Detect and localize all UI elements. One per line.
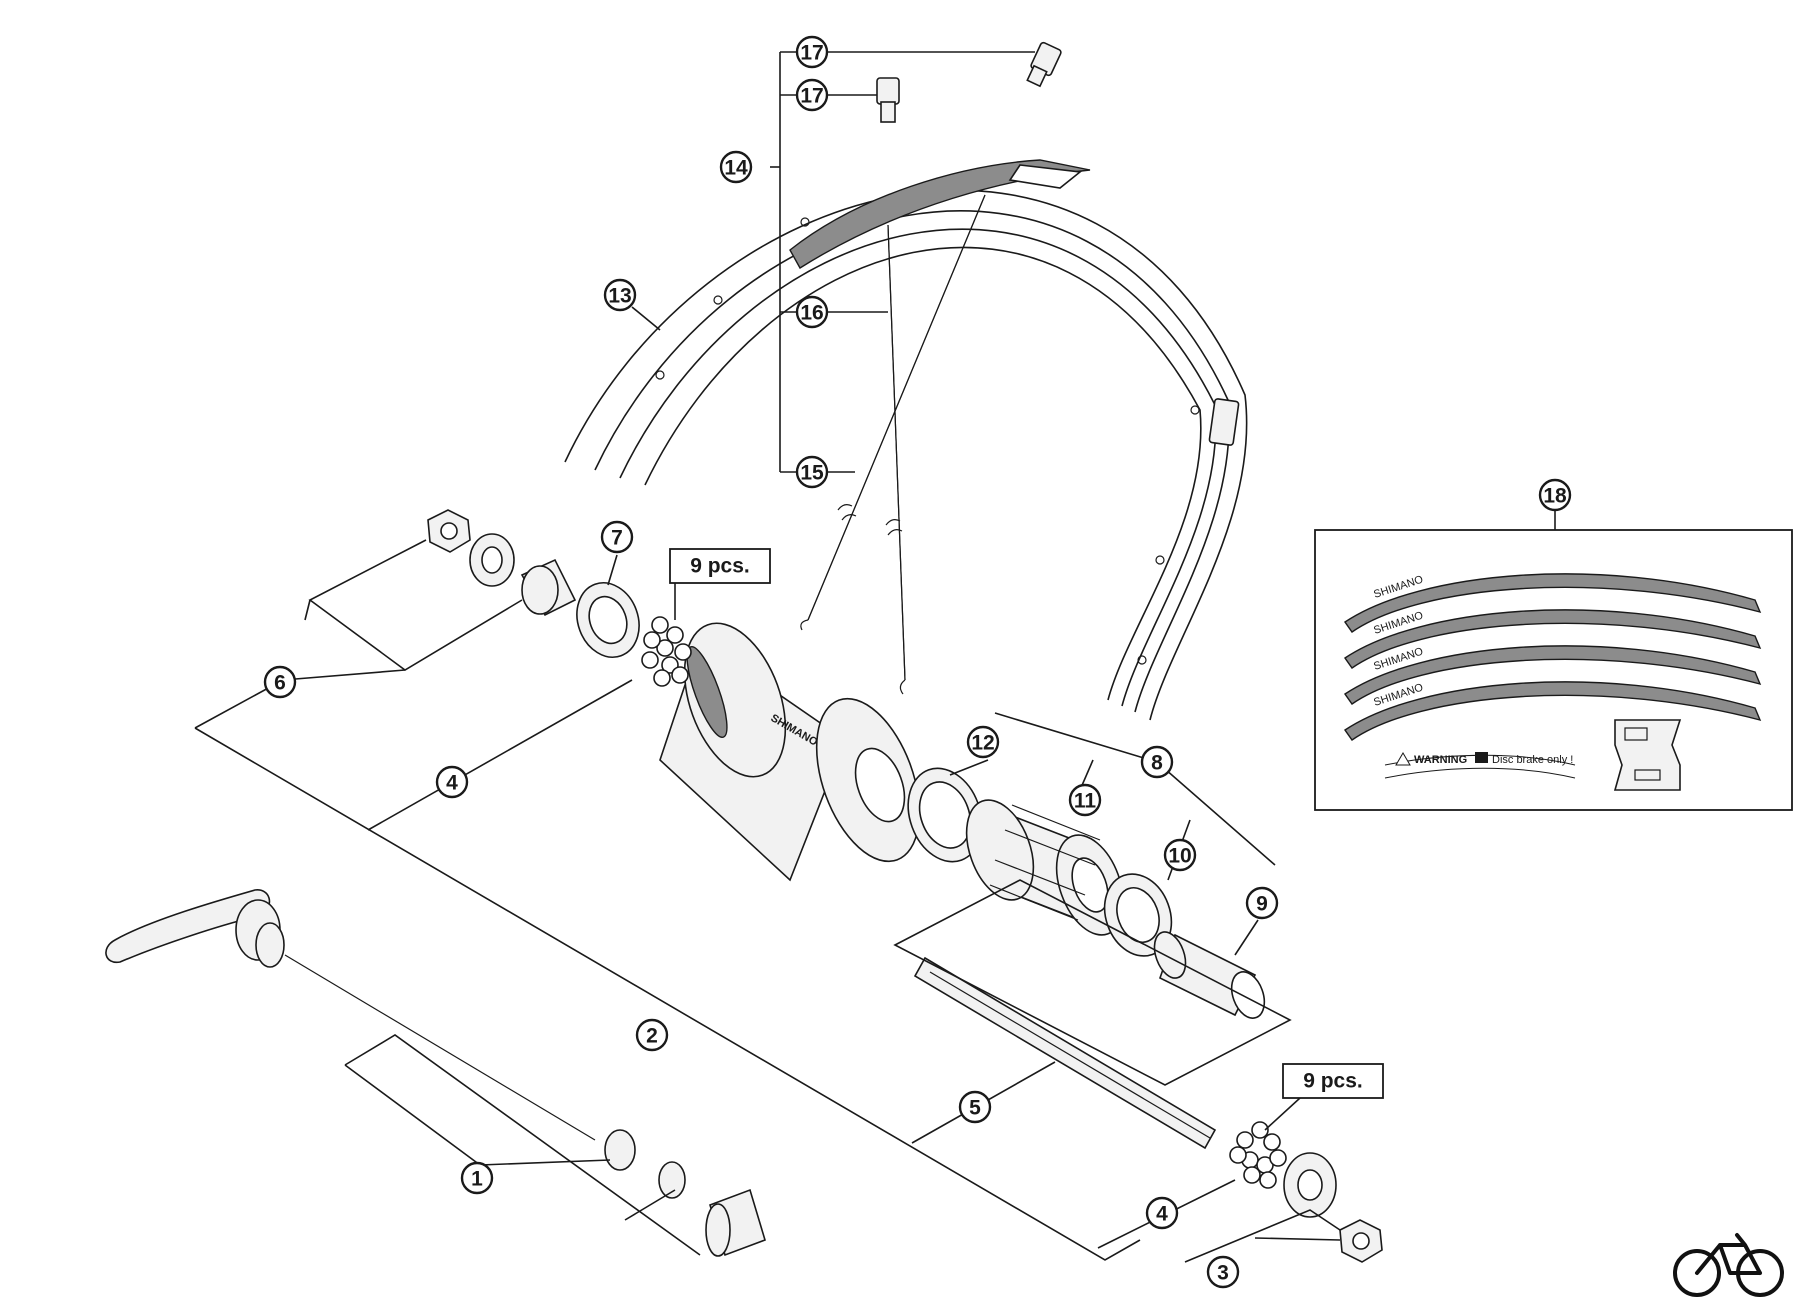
callout-14: 14: [719, 150, 753, 184]
ball-bearings-left: [641, 616, 692, 687]
callout-5: 5: [958, 1090, 992, 1124]
svg-text:5: 5: [969, 1097, 981, 1120]
callout-8: 8: [1140, 745, 1174, 779]
svg-text:4: 4: [1156, 1203, 1168, 1226]
callout-9: 9: [1245, 886, 1279, 920]
svg-text:3: 3: [1217, 1262, 1229, 1285]
spacer-ring: [907, 767, 983, 863]
ball-bearings-right: [1229, 1121, 1287, 1189]
rim-sticker-1: SHIMANO: [1344, 573, 1762, 633]
svg-text:17: 17: [800, 42, 823, 65]
callout-4-lower: 4: [1145, 1196, 1179, 1230]
svg-text:13: 13: [608, 285, 631, 308]
info-book-icon: [1475, 752, 1488, 763]
spacer-left: [469, 533, 515, 587]
quantity-label-right: 9 pcs.: [1282, 1063, 1384, 1099]
quick-release-lever: [105, 889, 285, 968]
quick-release-nut: [705, 1188, 766, 1257]
hub-body: SHIMANO: [659, 622, 921, 882]
callout-10: 10: [1163, 838, 1197, 872]
lock-nut-left: [427, 509, 471, 553]
callout-3: 3: [1206, 1255, 1240, 1289]
freehub-sleeve: [1153, 931, 1266, 1019]
svg-text:4: 4: [446, 772, 458, 795]
svg-text:8: 8: [1151, 752, 1163, 775]
hub-axle: [913, 956, 1217, 1150]
bicycle-icon: [1673, 1233, 1784, 1297]
svg-text:18: 18: [1543, 485, 1567, 508]
callout-11: 11: [1068, 783, 1102, 817]
spoke-nipple-upper: [1026, 41, 1062, 88]
spokes: [800, 194, 986, 695]
lock-nut-right: [1339, 1219, 1383, 1263]
warning-word: WARNING: [1414, 754, 1467, 766]
svg-text:6: 6: [274, 672, 286, 695]
quick-release-skewer: [284, 954, 596, 1141]
dust-seal: [576, 582, 640, 658]
svg-text:9: 9: [1256, 893, 1268, 916]
warning-triangle-icon: [1395, 752, 1411, 766]
callout-17-lower: 17: [795, 78, 829, 112]
callout-4-upper: 4: [435, 765, 469, 799]
callout-2: 2: [635, 1018, 669, 1052]
spoke-nipple-lower: [876, 77, 900, 123]
callout-13: 13: [603, 278, 637, 312]
callout-7: 7: [600, 520, 634, 554]
svg-text:15: 15: [800, 462, 824, 485]
quantity-text-right: 9 pcs.: [1303, 1070, 1363, 1093]
quantity-label-left: 9 pcs.: [669, 548, 771, 584]
callout-1: 1: [460, 1161, 494, 1195]
callout-15: 15: [795, 455, 829, 489]
callout-12: 12: [966, 725, 1000, 759]
svg-text:16: 16: [800, 302, 823, 325]
warning-sticker: WARNING Disc brake only !: [1384, 752, 1576, 779]
svg-text:2: 2: [646, 1025, 658, 1048]
svg-text:12: 12: [971, 732, 994, 755]
callout-16: 16: [795, 295, 829, 329]
freehub-seal: [1103, 873, 1173, 957]
svg-text:10: 10: [1168, 845, 1191, 868]
svg-text:7: 7: [611, 527, 623, 550]
cone-right: [1283, 1152, 1337, 1218]
svg-text:14: 14: [724, 157, 748, 180]
cone-left: [520, 558, 577, 617]
svg-text:17: 17: [800, 85, 823, 108]
instruction-label-sticker: [1613, 719, 1682, 791]
svg-text:1: 1: [471, 1168, 483, 1191]
callout-17-upper: 17: [795, 35, 829, 69]
sticker-set-panel: SHIMANO SHIMANO SHIMANO SHIMANO WARNING …: [1314, 529, 1793, 811]
callout-18: 18: [1538, 478, 1572, 512]
svg-text:11: 11: [1074, 790, 1097, 813]
quick-release-springs: [604, 1129, 686, 1199]
warning-message: Disc brake only !: [1492, 754, 1573, 766]
rim: [564, 159, 1248, 721]
quantity-text-left: 9 pcs.: [690, 555, 750, 578]
callout-6: 6: [263, 665, 297, 699]
